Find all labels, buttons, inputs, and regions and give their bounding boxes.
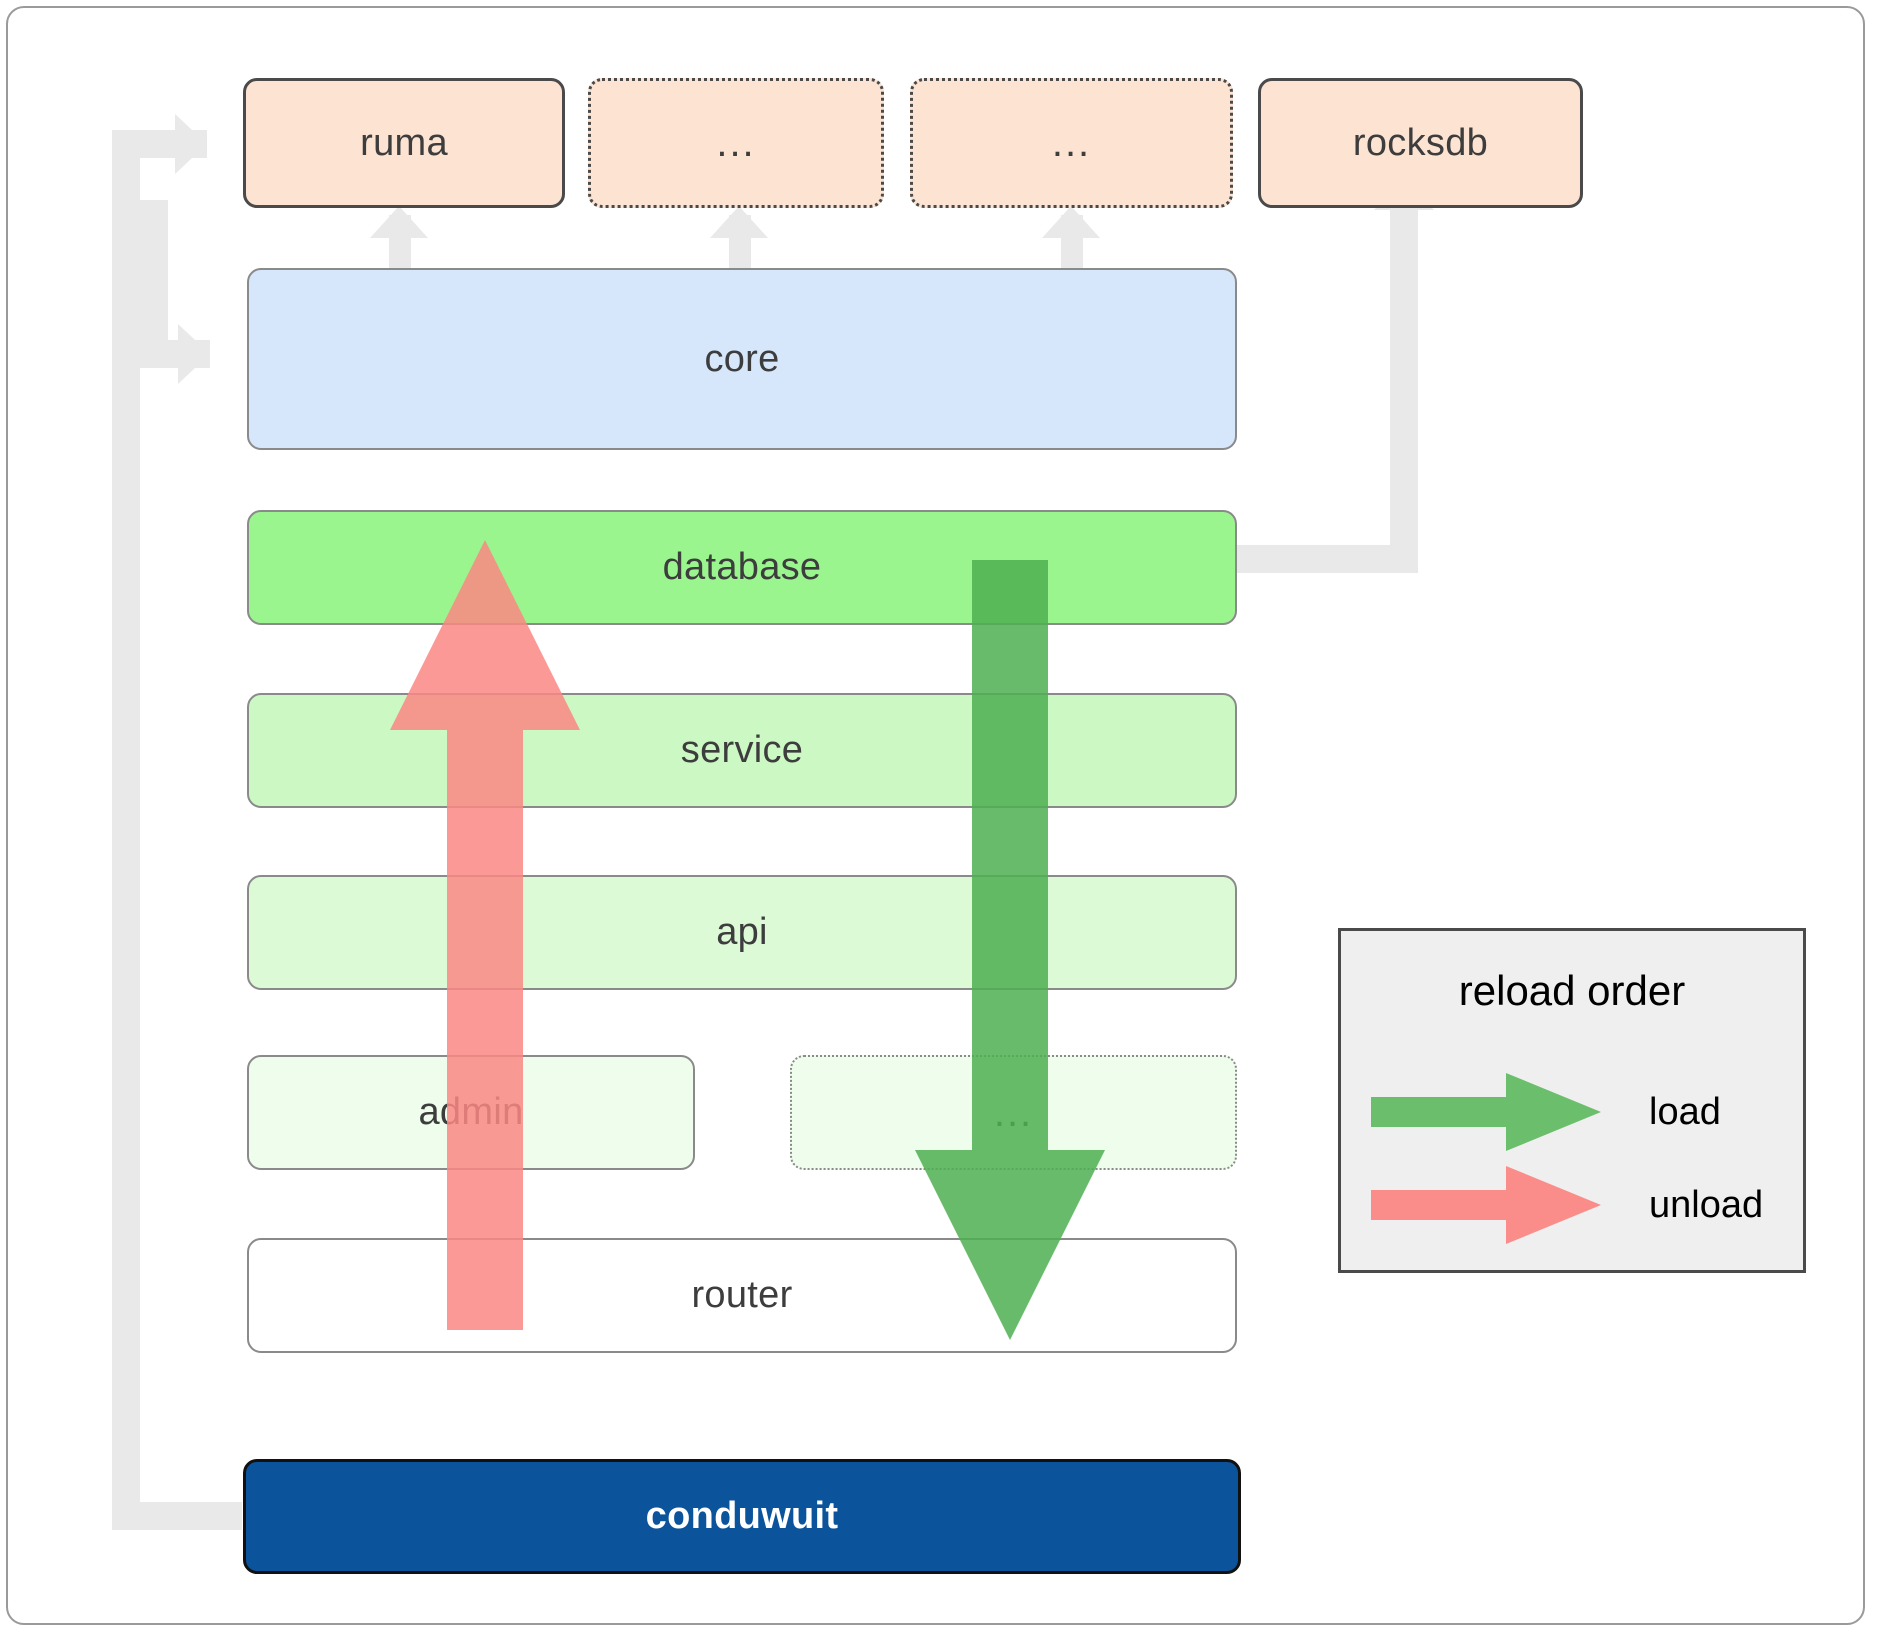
node-service[interactable]: service [247, 693, 1237, 808]
legend-title: reload order [1458, 967, 1686, 1014]
node-router-label: router [691, 1274, 793, 1316]
connector-arrow-core-dep3 [1042, 206, 1100, 238]
node-core-label: core [704, 337, 780, 380]
legend-load-label: load [1649, 1091, 1721, 1133]
node-router[interactable]: router [247, 1238, 1237, 1353]
node-database[interactable]: database [247, 510, 1237, 625]
node-service-label: service [680, 729, 804, 771]
node-rocksdb[interactable]: rocksdb [1258, 78, 1583, 208]
connector-left-branch [140, 200, 168, 340]
node-dep-3[interactable]: ... [910, 78, 1233, 208]
connector-database-right [1225, 545, 1405, 573]
legend-unload-arrow-icon [1371, 1166, 1601, 1244]
connector-bottom-to-conduwuit [112, 1502, 242, 1530]
node-api[interactable]: api [247, 875, 1237, 990]
connector-left-spine [112, 130, 140, 1530]
legend-box: reload order load unload [1338, 928, 1806, 1273]
unload-arrow [390, 540, 580, 1330]
node-database-label: database [662, 546, 822, 588]
node-ruma-label: ruma [360, 121, 448, 164]
node-api-label: api [716, 911, 768, 953]
legend-unload-label: unload [1649, 1184, 1764, 1226]
node-core[interactable]: core [247, 268, 1237, 450]
connector-rocksdb-riser [1390, 210, 1418, 573]
node-rocksdb-label: rocksdb [1352, 121, 1489, 164]
connector-arrow-core-dep2 [710, 206, 768, 238]
node-ruma[interactable]: ruma [243, 78, 565, 208]
node-conduwuit-label: conduwuit [645, 1495, 839, 1537]
connector-arrow-ruma [175, 114, 207, 174]
connector-arrow-core-ruma [370, 206, 428, 238]
legend-load-arrow-icon [1371, 1073, 1601, 1151]
node-dep-2[interactable]: ... [588, 78, 884, 208]
node-dep-2-label: ... [716, 121, 756, 165]
connector-arrow-core [178, 324, 210, 384]
node-dep-3-label: ... [1051, 121, 1092, 165]
load-arrow [915, 560, 1105, 1340]
node-conduwuit[interactable]: conduwuit [243, 1459, 1241, 1574]
